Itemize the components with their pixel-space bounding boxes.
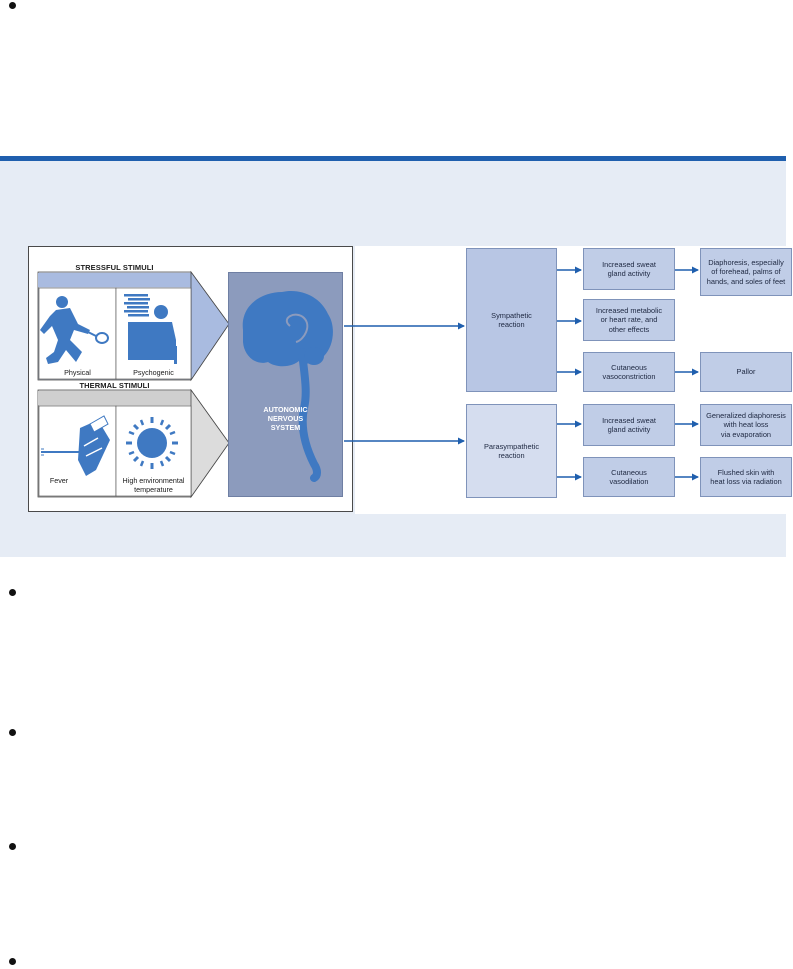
stressful-stimuli-title: STRESSFUL STIMULI [75, 263, 154, 272]
box-line: heat loss via radiation [710, 477, 782, 486]
box-line: Pallor [736, 367, 756, 377]
bullet-marker [9, 958, 16, 965]
physical-label: Physical [64, 368, 91, 377]
cutaneous-vasodilation-box: Cutaneous vasodilation [583, 457, 675, 497]
generalized-diaphoresis-box: Generalized diaphoresis with heat loss v… [700, 404, 792, 446]
box-line: reaction [498, 320, 525, 329]
box-line: other effects [608, 324, 650, 334]
psychogenic-label: Psychogenic [133, 368, 174, 377]
box-line: Increased sweat [602, 415, 656, 425]
high-environmental-temperature-label: High environmental temperature [116, 476, 191, 494]
box-line: with heat loss [723, 420, 769, 430]
diaphoresis-box: Diaphoresis, especially of forehead, pal… [700, 248, 792, 296]
ans-label-line: AUTONOMIC [263, 405, 308, 414]
increased-metabolic-box: Increased metabolic or heart rate, and o… [583, 299, 675, 341]
tennis-player-icon [40, 296, 109, 364]
box-line: reaction [498, 451, 525, 460]
bullet-marker [9, 843, 16, 850]
sympathetic-reaction-box: Sympathetic reaction [466, 248, 557, 392]
figure-top-rule [0, 156, 786, 161]
box-line: via evaporation [720, 429, 772, 439]
box-line: Increased metabolic [595, 306, 663, 316]
pallor-box: Pallor [700, 352, 792, 392]
parasympathetic-reaction-box: Parasympathetic reaction [466, 404, 557, 498]
label-line: High environmental [122, 476, 185, 485]
box-line: Parasympathetic [483, 441, 540, 451]
flushed-skin-box: Flushed skin with heat loss via radiatio… [700, 457, 792, 497]
bullet-marker [9, 729, 16, 736]
box-line: hands, and soles of feet [706, 276, 786, 286]
box-line: Increased sweat [602, 259, 656, 269]
bullet-marker [9, 2, 16, 9]
increased-sweat-gland-box-2: Increased sweat gland activity [583, 404, 675, 446]
box-line: Generalized diaphoresis [706, 411, 786, 421]
fever-label: Fever [49, 476, 69, 485]
box-line: Cutaneous [611, 362, 647, 372]
cutaneous-vasoconstriction-box: Cutaneous vasoconstriction [583, 352, 675, 392]
box-line: Diaphoresis, especially [708, 258, 784, 268]
box-line: or heart rate, and [600, 315, 658, 325]
box-line: Sympathetic [491, 310, 532, 320]
ans-label-line: NERVOUS [267, 414, 304, 423]
box-line: vasodilation [609, 477, 649, 486]
sun-icon [126, 417, 178, 469]
box-line: vasoconstriction [602, 372, 656, 381]
ans-label: AUTONOMIC NERVOUS SYSTEM [228, 405, 343, 432]
box-line: gland activity [607, 425, 651, 434]
thermal-header-bar [38, 391, 191, 405]
label-line: temperature [134, 485, 173, 494]
thermometer-icon [41, 415, 110, 476]
desk-worker-icon [124, 294, 177, 364]
stressful-header-bar [38, 273, 191, 287]
ans-label-line: SYSTEM [270, 423, 301, 432]
brain-icon [242, 290, 333, 482]
box-line: Flushed skin with [717, 467, 775, 477]
bullet-marker [9, 589, 16, 596]
thermal-stimuli-title: THERMAL STIMULI [79, 381, 150, 390]
increased-sweat-gland-box: Increased sweat gland activity [583, 248, 675, 290]
box-line: Cutaneous [611, 467, 647, 477]
box-line: of forehead, palms of [711, 267, 781, 277]
box-line: gland activity [607, 269, 651, 278]
